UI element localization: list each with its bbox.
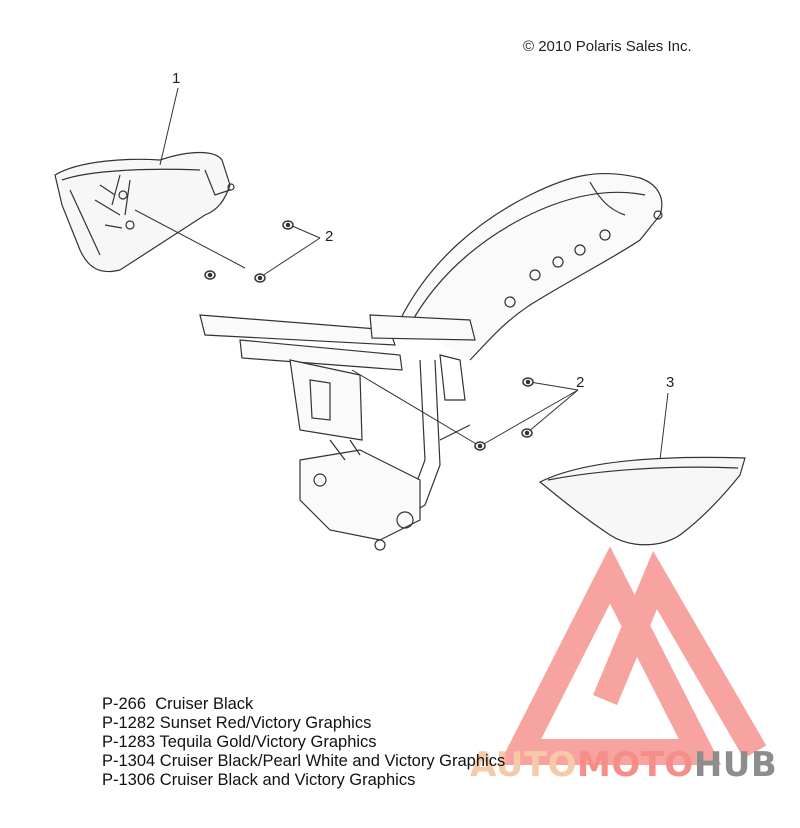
watermark-part-auto: AUTO [470, 745, 577, 785]
callout-2-top: 2 [325, 228, 334, 245]
legend-item: P-1306 Cruiser Black and Victory Graphic… [102, 771, 416, 789]
leader-lines [134, 87, 669, 461]
legend-item: P-1282 Sunset Red/Victory Graphics [102, 714, 372, 732]
legend-item: P-1283 Tequila Gold/Victory Graphics [102, 733, 377, 751]
callout-3: 3 [666, 374, 675, 391]
part-number-legend: P-266 Cruiser Black P-1282 Sunset Red/Vi… [102, 695, 505, 790]
watermark-logo-icon [498, 546, 767, 765]
motorcycle-frame [199, 172, 663, 551]
side-cover-right [538, 456, 746, 546]
watermark-part-hub: HUB [693, 745, 778, 785]
legend-item: P-266 Cruiser Black [102, 695, 254, 713]
nut-icons [204, 220, 534, 451]
watermark-part-moto: MOTO [576, 745, 694, 785]
legend-item: P-1304 Cruiser Black/Pearl White and Vic… [102, 752, 506, 770]
watermark-text: AUTOMOTOHUB [470, 745, 777, 785]
callout-1: 1 [172, 70, 181, 87]
copyright-text: © 2010 Polaris Sales Inc. [523, 38, 692, 55]
side-cover-left [54, 151, 235, 273]
callout-2-bottom: 2 [576, 374, 585, 391]
